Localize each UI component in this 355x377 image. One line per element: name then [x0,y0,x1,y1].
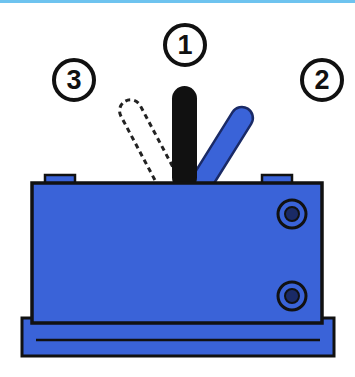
switch-housing [32,183,322,323]
lever-position-2 [188,103,257,195]
callout-circle: 3 [52,58,96,102]
lever-position-1 [172,86,197,190]
screw [278,200,306,228]
screw [278,282,306,310]
callout-number: 2 [314,67,329,94]
callout-circle: 1 [163,23,207,67]
callout-number: 3 [66,67,81,94]
callout-number: 1 [177,32,192,59]
callout-circle: 2 [300,58,344,102]
base-line [36,339,320,342]
top-rule [0,0,355,3]
